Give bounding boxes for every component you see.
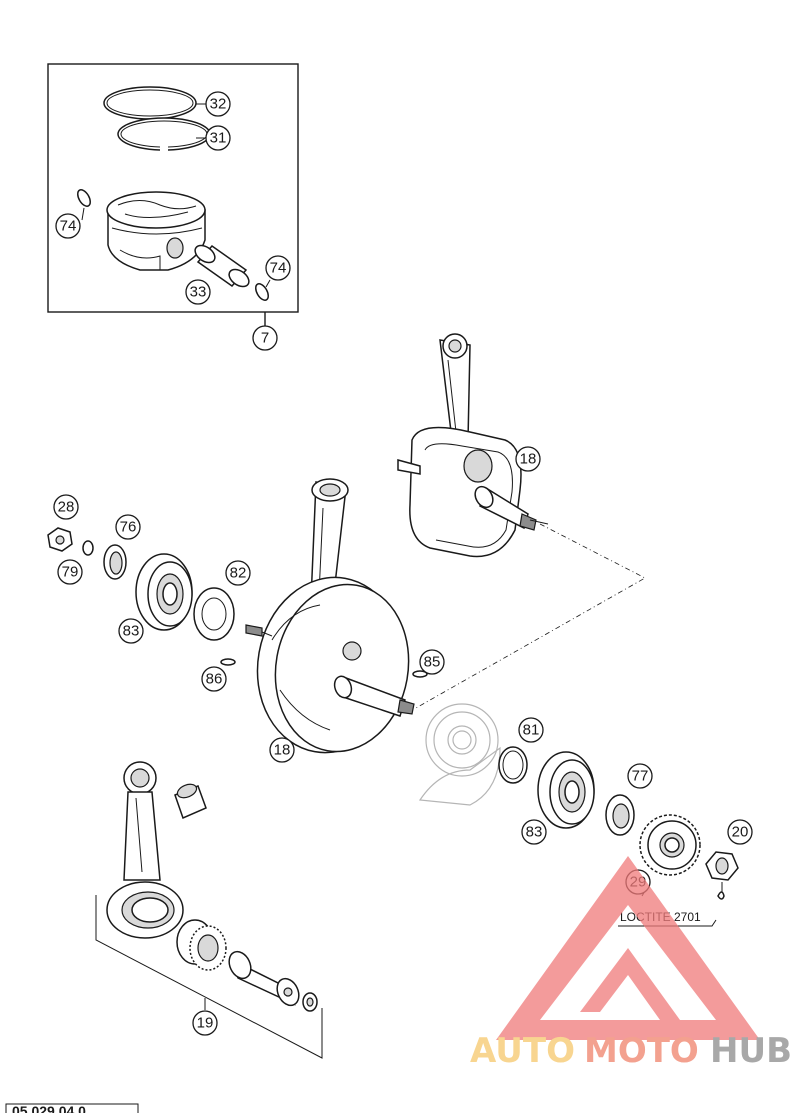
crankshaft-main <box>245 478 415 754</box>
watermark-triangle-icon <box>496 856 760 1040</box>
small-end-bushing <box>174 783 207 820</box>
callout-86: 86 <box>201 666 227 692</box>
svg-text:18: 18 <box>274 742 291 759</box>
svg-text:31: 31 <box>210 130 227 147</box>
callout-32: 32 <box>205 91 231 117</box>
callout-20: 20 <box>727 819 753 845</box>
svg-text:86: 86 <box>206 671 223 688</box>
svg-text:33: 33 <box>190 284 207 301</box>
key-86 <box>220 658 236 666</box>
crank-pin-washer <box>302 992 318 1012</box>
gear-29 <box>639 814 701 876</box>
callout-74-right: 74 <box>265 255 291 281</box>
svg-text:79: 79 <box>62 564 79 581</box>
callout-79: 79 <box>57 559 83 585</box>
piston-kit-frame <box>47 63 299 313</box>
svg-text:76: 76 <box>120 519 137 536</box>
svg-text:81: 81 <box>523 722 540 739</box>
piston-ring-second <box>117 117 211 151</box>
ball-bearing-83-left <box>135 553 193 631</box>
seal-ring-76 <box>103 544 127 580</box>
callout-19: 19 <box>192 1010 218 1036</box>
svg-text:18: 18 <box>520 451 537 468</box>
callout-74-left: 74 <box>55 213 81 239</box>
needle-roller-bearing <box>176 919 227 971</box>
svg-text:77: 77 <box>632 768 649 785</box>
key-85 <box>412 670 428 678</box>
watermark-logo: AUTO MOTO HUB <box>470 856 792 1071</box>
callout-83-left: 83 <box>118 618 144 644</box>
crank-pin <box>228 950 300 1007</box>
svg-text:20: 20 <box>732 824 749 841</box>
ball-bearing-83-right <box>537 751 595 829</box>
callout-28: 28 <box>53 494 79 520</box>
callout-77: 77 <box>627 763 653 789</box>
watermark-word-hub: HUB <box>710 1031 792 1071</box>
nut-20 <box>705 851 739 881</box>
footer-code: 05.029.04.0 <box>12 1103 86 1113</box>
callout-7: 7 <box>252 325 278 351</box>
callout-31: 31 <box>205 125 231 151</box>
connecting-rod-kit-bracket <box>95 895 323 1059</box>
piston <box>106 191 206 271</box>
callout-33: 33 <box>185 279 211 305</box>
connecting-rod <box>106 761 184 939</box>
nut-28 <box>47 527 73 552</box>
piston-ring-top <box>103 86 197 120</box>
washer-79 <box>82 540 94 556</box>
balancer-gear-ghost <box>418 703 501 806</box>
watermark-word-auto: AUTO <box>470 1031 575 1071</box>
svg-text:7: 7 <box>261 330 269 347</box>
watermark-word-moto: MOTO <box>584 1031 699 1071</box>
svg-text:32: 32 <box>210 96 227 113</box>
callout-81: 81 <box>518 717 544 743</box>
crankshaft-upper <box>397 333 549 558</box>
piston-pin-clip-left <box>77 189 91 207</box>
piston-pin <box>194 244 250 288</box>
svg-text:82: 82 <box>230 565 247 582</box>
assembly-leader-line <box>415 523 646 709</box>
piston-pin-clip-right <box>255 283 269 301</box>
callout-85: 85 <box>419 649 445 675</box>
callout-18-upper: 18 <box>515 446 541 472</box>
callout-83-right: 83 <box>521 819 547 845</box>
svg-text:28: 28 <box>58 499 75 516</box>
seal-ring-77 <box>605 794 635 836</box>
shim-82 <box>193 587 235 641</box>
svg-text:19: 19 <box>197 1015 214 1032</box>
callout-76: 76 <box>115 514 141 540</box>
svg-text:74: 74 <box>270 260 287 277</box>
svg-text:83: 83 <box>526 824 543 841</box>
callout-18-main: 18 <box>269 737 295 763</box>
callout-82: 82 <box>225 560 251 586</box>
svg-text:74: 74 <box>60 218 77 235</box>
svg-text:85: 85 <box>424 654 441 671</box>
circlip-81 <box>498 746 528 784</box>
svg-text:83: 83 <box>123 623 140 640</box>
